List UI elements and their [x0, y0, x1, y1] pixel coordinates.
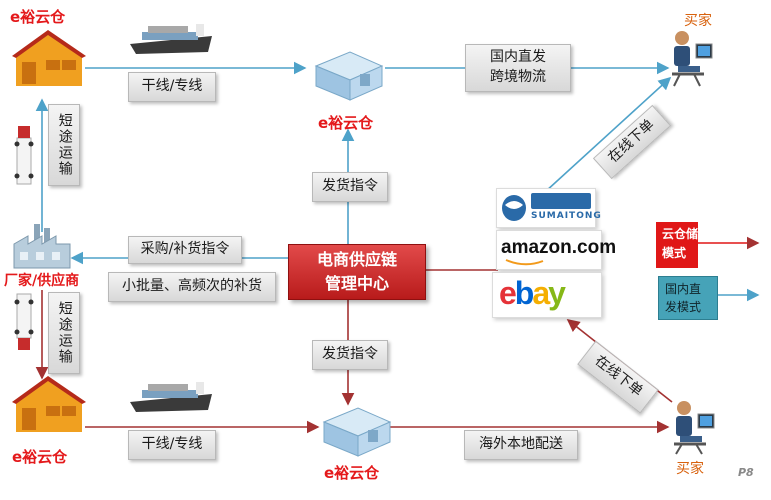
center-bottom-label: e裕云仓: [324, 464, 380, 482]
ebay-letter-e: e: [499, 275, 517, 311]
distribution-center-icon: [322, 407, 392, 457]
ebay-letter-y: y: [548, 275, 566, 311]
purchase-command-label: 采购/补货指令: [128, 236, 242, 264]
small-batch-label: 小批量、高频次的补货: [108, 272, 276, 302]
legend-domestic-direct-line-2: 发模式: [665, 300, 702, 314]
trunk-line-top-label: 干线/专线: [128, 72, 216, 102]
ebay-letter-b: b: [514, 275, 534, 311]
legend-cloud-storage: 云仓储运 模式: [656, 222, 711, 268]
legend-domestic-direct: 国内直 发模式: [658, 276, 718, 320]
sumaitong-logo-text: SUMAITONG: [531, 211, 602, 221]
buyer-at-computer-icon: [672, 31, 713, 87]
factory-icon: [13, 224, 71, 269]
amazon-logo-card: amazon.com: [496, 230, 616, 270]
ebay-logo-card: ebay: [492, 272, 602, 318]
short-transport-bottom-label: 短途运输: [48, 292, 80, 374]
warehouse-top-left-label: e裕云仓: [10, 8, 66, 26]
buyer-at-computer-icon: [674, 401, 715, 455]
buyer-bottom-label: 买家: [676, 461, 704, 477]
arrow-online-order-top: [544, 76, 672, 193]
domestic-direct-label: 国内直发 跨境物流: [465, 44, 571, 92]
domestic-direct-line-2: 跨境物流: [490, 69, 546, 85]
management-center-line-2: 管理中心: [324, 274, 389, 293]
legend-cloud-storage-line-2: 模式: [662, 246, 687, 261]
ebay-logo-text: ebay: [499, 275, 566, 312]
cargo-ship-icon: [130, 382, 212, 412]
truck-icon: [14, 126, 34, 185]
warehouse-icon: [12, 30, 86, 86]
factory-label: 厂家/供应商: [4, 273, 80, 289]
page-mark: P8: [738, 466, 754, 479]
warehouse-icon: [12, 376, 86, 432]
cargo-ship-icon: [130, 24, 212, 54]
buyer-top-label: 买家: [684, 13, 712, 29]
sumaitong-logo-card: SUMAITONG: [496, 188, 601, 228]
amazon-logo-text: amazon.com: [501, 237, 617, 258]
legend-domestic-direct-line-1: 国内直: [665, 282, 702, 296]
sumaitong-wordmark-bar: [531, 193, 591, 209]
ebay-letter-a: a: [532, 275, 550, 311]
management-center-line-1: 电商供应链: [316, 250, 397, 269]
domestic-direct-line-1: 国内直发: [490, 49, 546, 66]
short-transport-top-label: 短途运输: [48, 104, 80, 186]
management-center-box: 电商供应链 管理中心: [288, 244, 426, 300]
ship-command-bottom-label: 发货指令: [312, 340, 388, 370]
distribution-center-icon: [314, 51, 384, 101]
center-top-label: e裕云仓: [318, 114, 374, 132]
trunk-line-bottom-label: 干线/专线: [128, 430, 216, 460]
overseas-delivery-label: 海外本地配送: [464, 430, 578, 460]
ship-command-top-label: 发货指令: [312, 172, 388, 202]
truck-icon: [14, 293, 34, 350]
amazon-smile-icon: [505, 259, 544, 266]
sumaitong-emblem-icon: [502, 195, 526, 221]
legend-cloud-storage-line-1: 云仓储运: [662, 227, 711, 241]
warehouse-bottom-left-label: e裕云仓: [12, 448, 68, 466]
